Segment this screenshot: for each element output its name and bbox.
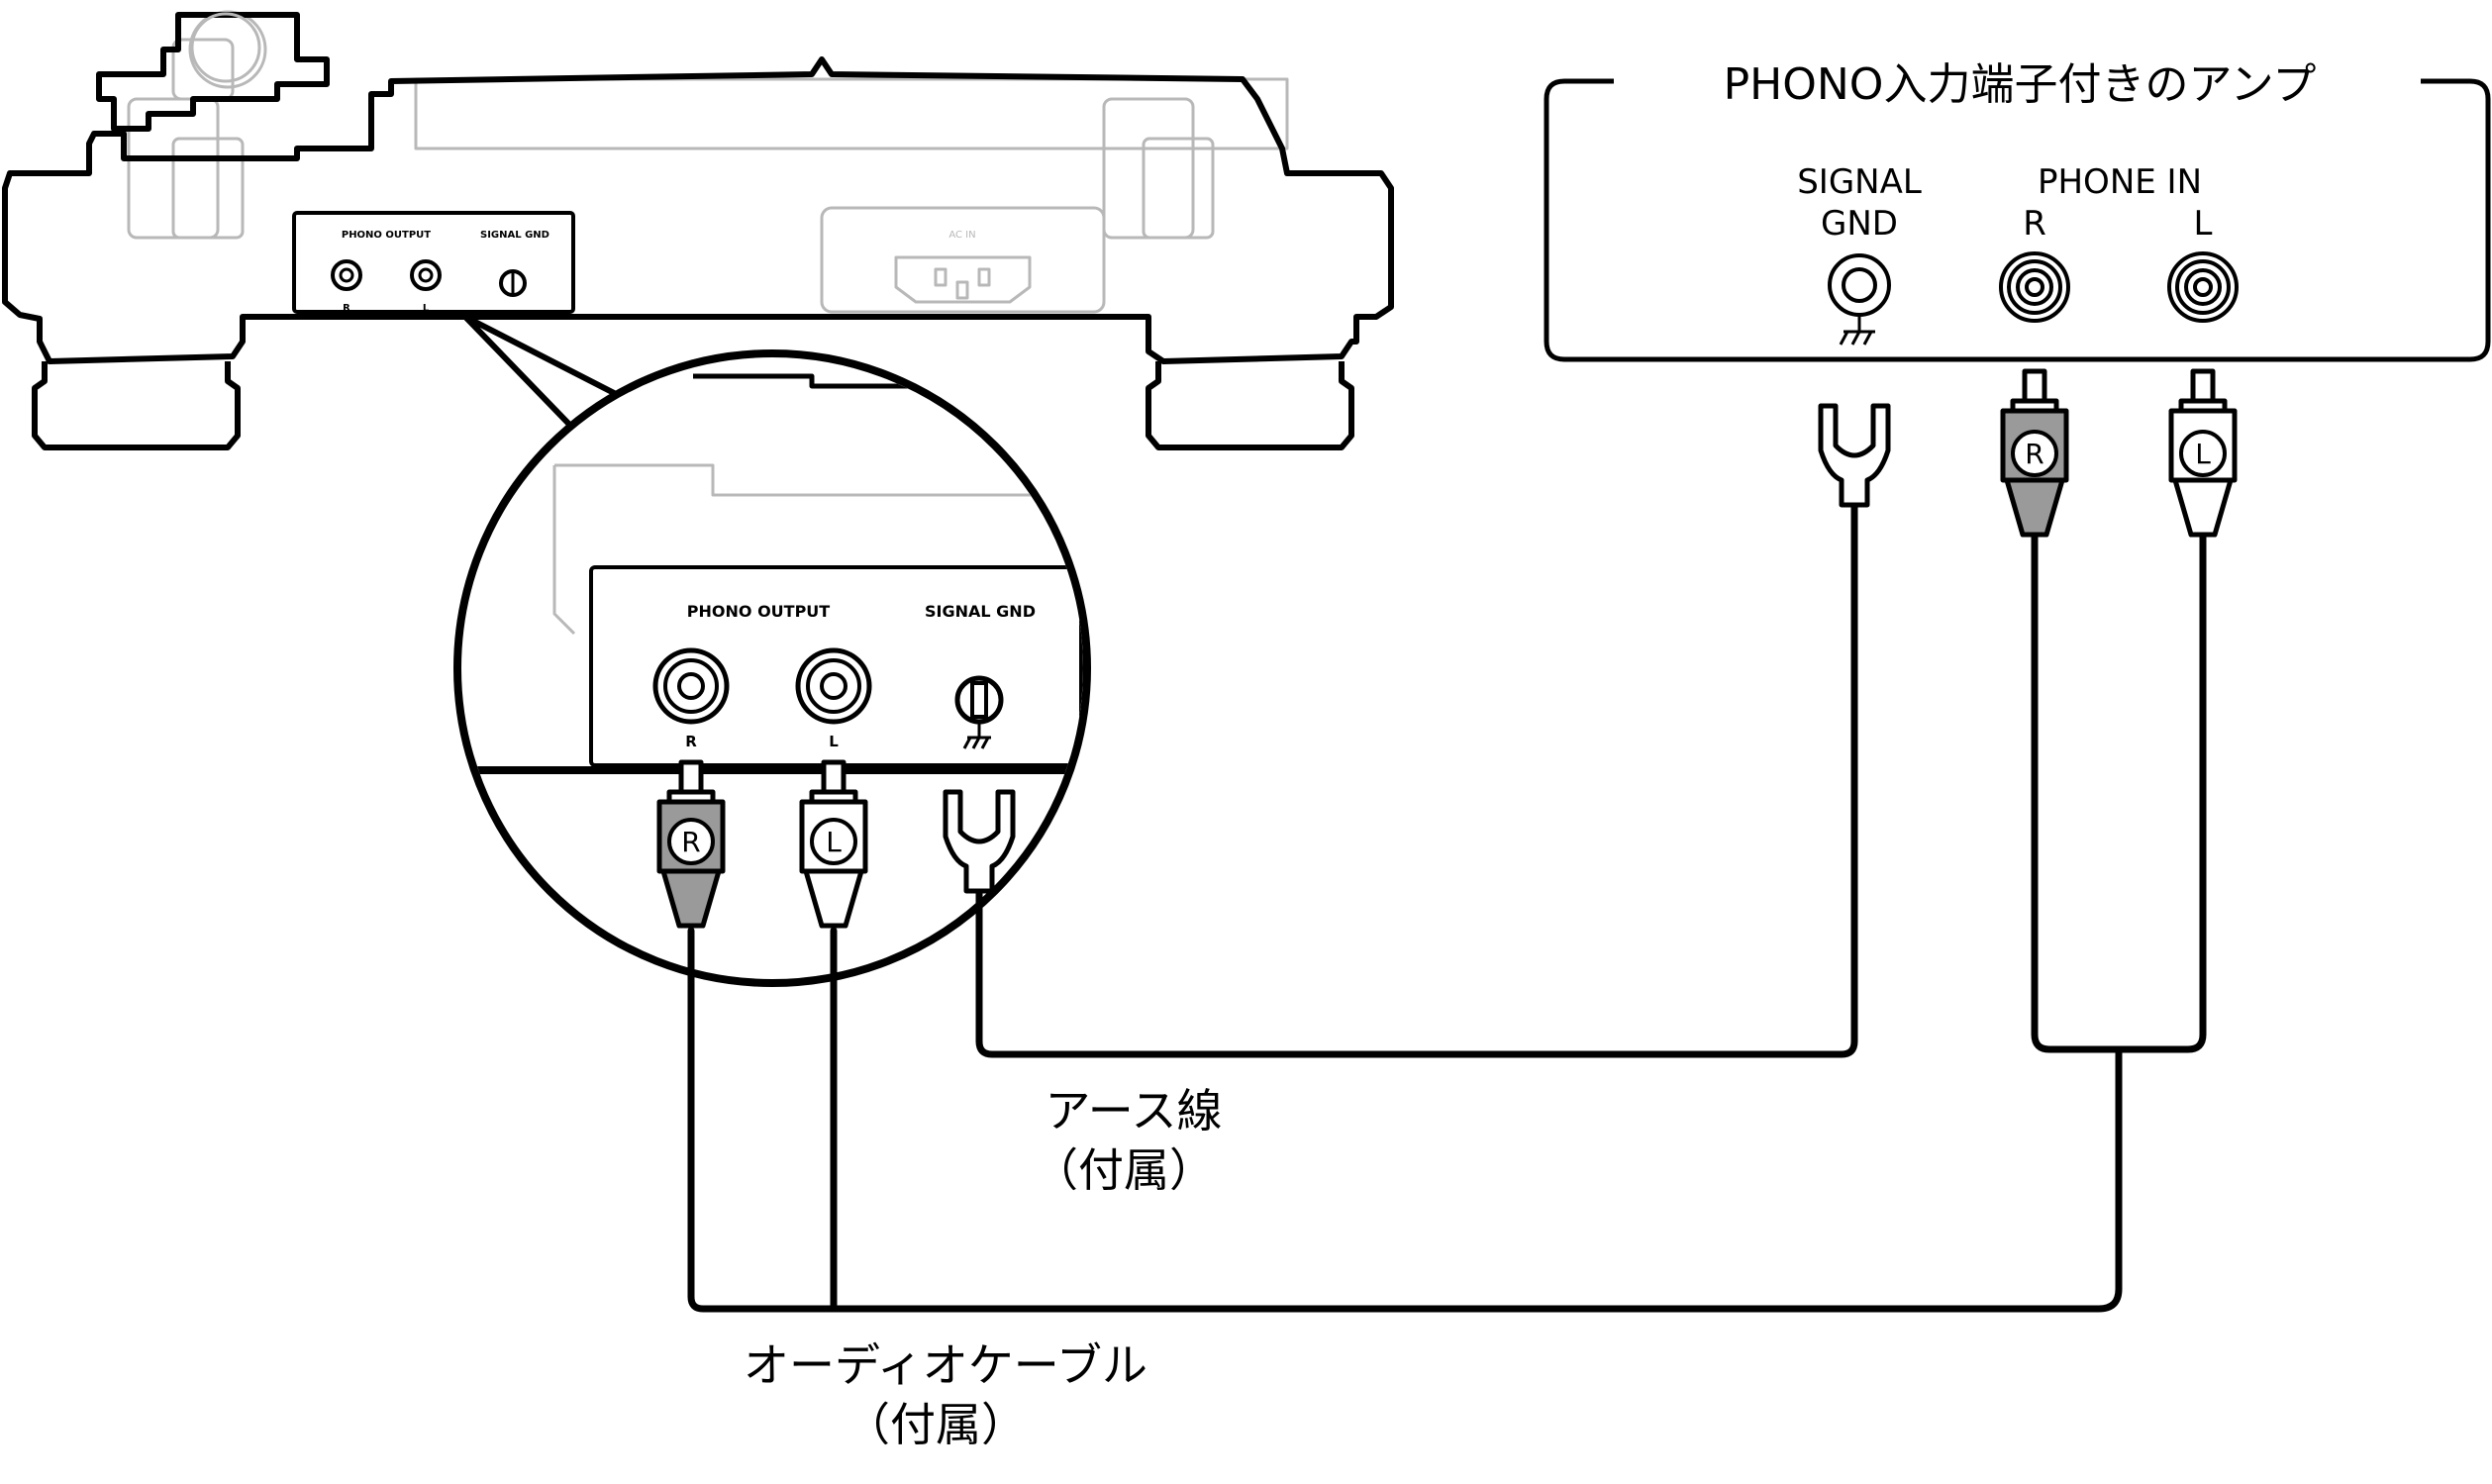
zoom-jack-l-label: L — [829, 733, 839, 750]
amp-phone-in-label: PHONE IN — [2038, 162, 2202, 202]
amp-r-label: R — [2023, 204, 2046, 244]
amp-plug-l-label: L — [2195, 438, 2211, 470]
zoom-jack-r-label: R — [685, 733, 697, 750]
turntable-plug-labels: R L — [681, 826, 842, 858]
tt-jack-l-label: L — [423, 303, 430, 314]
zoom-labels: PHONO OUTPUT SIGNAL GND R L — [685, 602, 1036, 750]
plug-l-label: L — [826, 826, 842, 858]
ground-wire — [975, 501, 1858, 1058]
audio-cable-included-label: （付属） — [845, 1398, 1027, 1451]
cables — [687, 501, 2207, 1313]
plug-r-label: R — [681, 826, 700, 858]
tt-phono-output-label: PHONO OUTPUT — [342, 230, 431, 241]
amp-plug-labels: R L — [2025, 438, 2211, 470]
amplifier: PHONO入力端子付きのアンプ SIGNAL GND PHONE IN R L — [1544, 59, 2491, 362]
cable-labels: アース線 （付属） オーディオケーブル （付属） — [744, 1084, 1222, 1451]
tt-ac-in-label: AC IN — [948, 230, 975, 241]
zoom-circle — [453, 349, 1091, 987]
rca-plug-r — [656, 759, 726, 929]
amp-rca-plug-l — [2168, 368, 2238, 538]
rca-plug-l — [799, 759, 868, 929]
tt-jack-r-label: R — [343, 303, 350, 314]
amp-plug-r-label: R — [2025, 438, 2043, 470]
amp-title: PHONO入力端子付きのアンプ — [1724, 59, 2317, 110]
amp-rca-plug-r — [2000, 368, 2069, 538]
turntable — [2, 10, 1394, 450]
ground-wire-included-label: （付属） — [1033, 1143, 1215, 1197]
ground-spade-amp — [1818, 403, 1891, 508]
tt-signal-gnd-label: SIGNAL GND — [480, 230, 549, 241]
foot-left — [32, 361, 241, 450]
zoom-signal-gnd-label: SIGNAL GND — [925, 602, 1036, 621]
amp-gnd-terminal — [1828, 253, 1891, 346]
amp-jack-l — [2167, 251, 2239, 323]
amp-l-label: L — [2194, 204, 2213, 244]
amp-box — [1544, 78, 2491, 362]
turntable-plugs — [656, 759, 1016, 929]
amp-jack-r — [1999, 251, 2070, 323]
amp-signal-label: SIGNAL — [1797, 162, 1922, 202]
zoom-phono-output-label: PHONO OUTPUT — [687, 602, 831, 621]
ground-spade-turntable — [943, 789, 1016, 894]
amp-gnd-label: GND — [1821, 204, 1898, 244]
ac-inlet — [820, 206, 1106, 314]
amp-plugs — [1818, 368, 2238, 538]
tonearm-outline — [96, 12, 330, 132]
zoom-jack-l — [795, 647, 872, 725]
turntable-output-panel — [292, 211, 575, 314]
foot-right — [1146, 361, 1354, 450]
turntable-jack-l — [410, 259, 442, 291]
turntable-jack-r — [331, 259, 362, 291]
audio-cable-label: オーディオケーブル — [744, 1338, 1147, 1392]
audio-cable-r — [687, 927, 2123, 1313]
audio-cable-split — [2031, 531, 2207, 1053]
turntable-labels: PHONO OUTPUT SIGNAL GND R L AC IN — [342, 230, 976, 314]
ground-wire-label: アース線 — [1046, 1084, 1223, 1138]
zoom-jack-r — [652, 647, 730, 725]
tonearm-and-hinges — [127, 10, 1289, 240]
turntable-body — [2, 56, 1394, 364]
